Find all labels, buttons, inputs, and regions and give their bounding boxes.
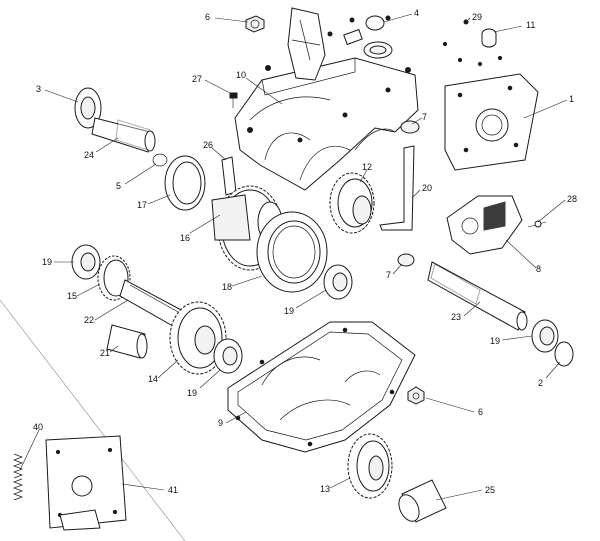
callout-26: 26 [203,140,213,150]
callout-18: 18 [222,282,232,292]
callout-28: 28 [567,194,577,204]
callout-12: 12 [362,162,372,172]
callout-10: 10 [236,70,246,80]
callout-8: 8 [536,264,541,274]
bolt-part-27 [229,92,238,108]
inset-divider-line [0,299,186,541]
circlip-part-2 [554,341,574,367]
callout-13: 13 [320,484,330,494]
callout-2: 2 [538,378,543,388]
bracket-part-20 [379,145,415,231]
callout-5: 5 [116,181,121,191]
callout-21: 21 [100,348,110,358]
bearing-part-19-lower [213,338,243,374]
callout-19-center: 19 [284,306,294,316]
callout-24: 24 [84,150,94,160]
oil-seal-part-7-upper [400,120,420,134]
callout-40: 40 [33,422,43,432]
gear-part-13 [347,433,393,499]
bearing-part-19-right [531,319,559,353]
pin-part-25 [398,479,447,523]
drain-plug-part-6-top [245,15,265,33]
bearing-part-18 [256,211,328,293]
input-shaft-part-24 [74,87,156,153]
spacer-part-21 [106,324,148,359]
callout-29: 29 [472,12,482,22]
callout-4: 4 [414,8,419,18]
callout-19-left: 19 [42,257,52,267]
callout-6-top: 6 [205,12,210,22]
callout-17: 17 [137,200,147,210]
shift-selector-part-8 [446,195,523,255]
gear-part-12 [329,172,375,234]
oil-seal-part-7-lower [397,253,415,267]
callout-22: 22 [84,315,94,325]
pin-part-26 [221,156,237,196]
upper-housing-part-10 [234,7,419,191]
screw-part-28 [527,220,547,228]
bearing-part-19-left [71,244,101,280]
circlip-part-5 [152,153,168,167]
spring-part-40 [13,453,23,501]
callout-labels: 1 2 3 4 5 6 6 7 7 8 9 10 11 12 13 14 15 … [33,8,577,495]
washer-part-4 [365,15,385,31]
lower-housing-part-9 [227,321,416,453]
cover-plate-part-1 [442,41,539,171]
bearing-part-19-center [323,264,353,300]
output-shaft-part-23 [427,261,528,331]
callout-25: 25 [485,485,495,495]
callout-19-lower: 19 [187,388,197,398]
callout-20: 20 [422,183,432,193]
callout-7-upper: 7 [422,112,427,122]
callout-6-lower: 6 [478,407,483,417]
callout-9: 9 [218,418,223,428]
callout-15: 15 [67,291,77,301]
callout-1: 1 [569,94,574,104]
bushing-part-11 [481,28,497,48]
gear-part-14 [169,301,227,375]
cover-plate-part-41 [45,435,127,531]
callout-23: 23 [451,312,461,322]
callout-16: 16 [180,233,190,243]
callout-3: 3 [36,84,41,94]
callout-41: 41 [168,485,178,495]
callout-27: 27 [192,74,202,84]
callout-14: 14 [148,374,158,384]
callout-19-right: 19 [490,336,500,346]
seal-ring-part-17 [164,155,206,211]
callout-7-lower: 7 [386,270,391,280]
drain-plug-part-6-lower [407,386,425,405]
leader-lines [19,13,568,501]
callout-11: 11 [526,20,535,30]
